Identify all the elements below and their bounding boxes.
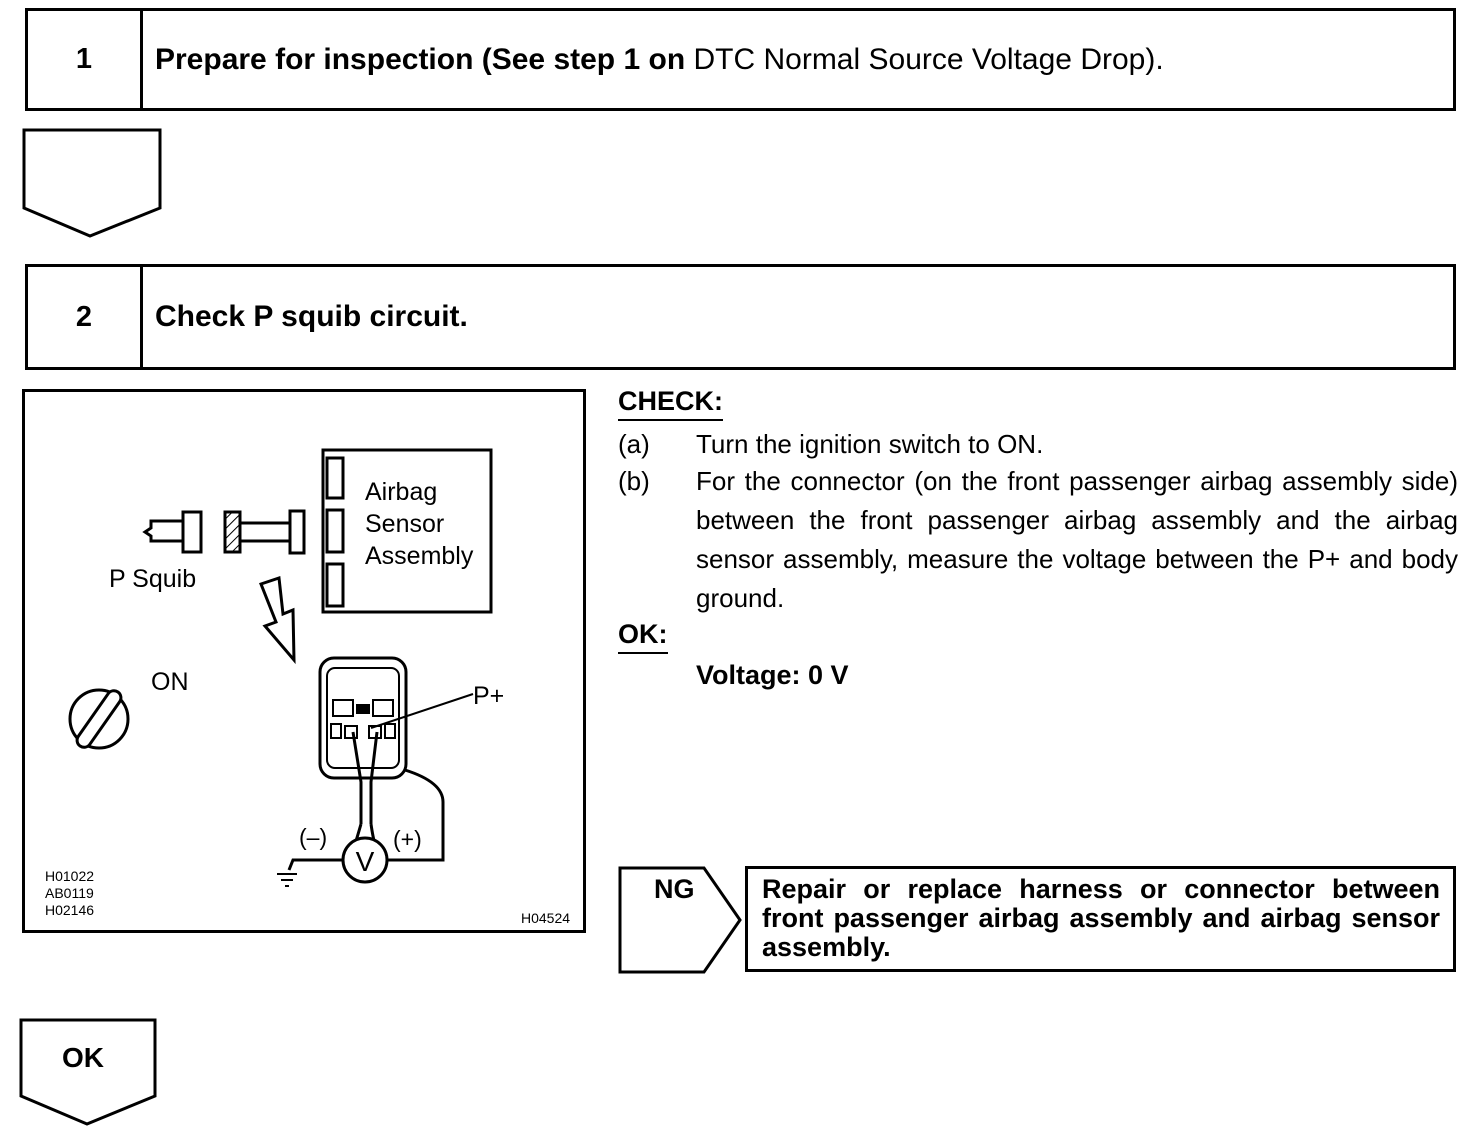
check-item-marker: (a) [618, 429, 650, 459]
ng-label: NG [654, 874, 695, 904]
minus-terminal-label: (–) [299, 824, 328, 850]
step-1-header: 1 Prepare for inspection (See step 1 on … [25, 8, 1456, 111]
check-item-text: Turn the ignition switch to ON. [696, 429, 1044, 459]
step-title: Check P squib circuit. [143, 267, 1453, 367]
ok-label: OK [62, 1042, 104, 1073]
circuit-diagram: V [68, 448, 493, 887]
step-2-header: 2 Check P squib circuit. [25, 264, 1456, 370]
ok-heading: OK: [618, 619, 668, 654]
airbag-sensor-label-2: Sensor [365, 510, 445, 538]
p-plus-label: P+ [473, 682, 505, 710]
ref-code-3: H02146 [45, 902, 95, 918]
step-title-bold: Prepare for inspection (See step 1 on [155, 42, 686, 76]
step-title-bold: Check P squib circuit. [155, 300, 468, 333]
ok-voltage-value: Voltage: 0 V [696, 660, 849, 690]
step-title-rest: DTC Normal Source Voltage Drop). [685, 42, 1164, 76]
ng-arrow-icon [618, 866, 742, 974]
airbag-sensor-label-3: Assembly [365, 542, 474, 570]
p-squib-label: P Squib [109, 565, 197, 593]
check-item-text: For the connector (on the front passenge… [696, 466, 1458, 613]
ref-code-2: AB0119 [45, 885, 94, 901]
flow-down-arrow-icon [22, 128, 162, 238]
check-item-marker: (b) [618, 466, 650, 496]
step-title: Prepare for inspection (See step 1 on DT… [143, 11, 1453, 108]
ok-arrow-icon [19, 1018, 157, 1126]
on-label: ON [151, 668, 189, 696]
ref-code-1: H01022 [45, 868, 95, 884]
plus-terminal-label: (+) [393, 826, 422, 852]
figure-code: H04524 [521, 910, 571, 926]
check-heading: CHECK: [618, 386, 723, 421]
circuit-figure: V Airbag Sensor Assembly P Squib ON P+ (… [22, 389, 586, 933]
step-number: 2 [28, 267, 143, 367]
step-number: 1 [28, 11, 143, 108]
ng-remedy-box: Repair or replace harness or connector b… [745, 866, 1456, 972]
voltmeter-symbol: V [356, 846, 375, 877]
airbag-sensor-label-1: Airbag [365, 478, 438, 506]
